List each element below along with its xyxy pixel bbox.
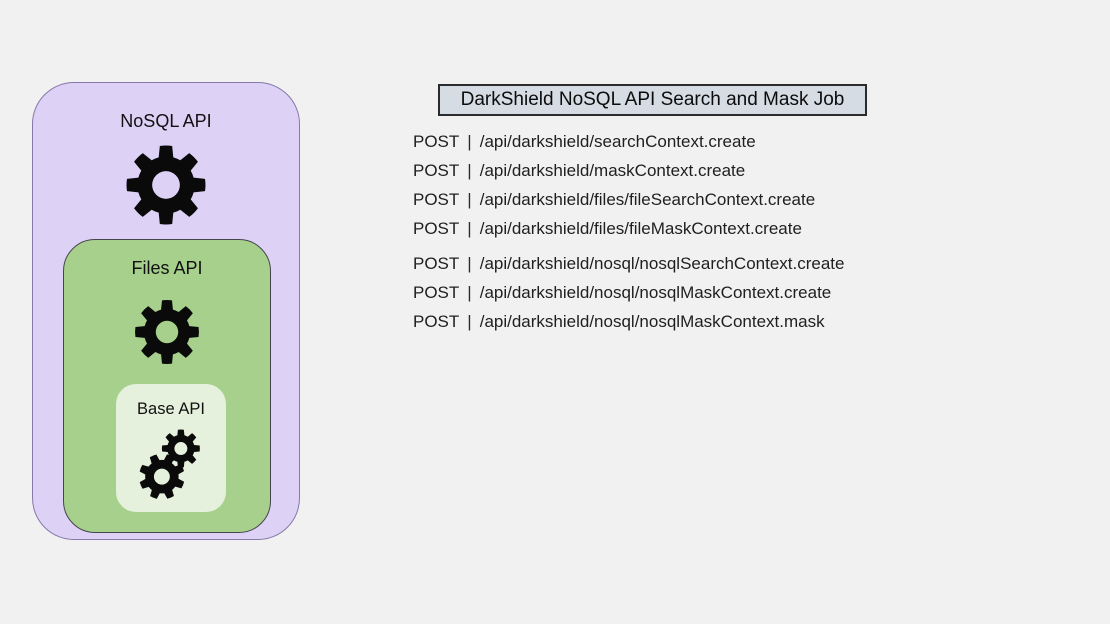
endpoint-method: POST	[413, 189, 460, 209]
endpoint-path: /api/darkshield/nosql/nosqlMaskContext.c…	[479, 282, 832, 302]
endpoint-separator: |	[467, 282, 472, 302]
endpoint-row: POST | /api/darkshield/nosql/nosqlMaskCo…	[413, 278, 845, 307]
endpoint-row: POST | /api/darkshield/nosql/nosqlSearch…	[413, 249, 845, 278]
nosql-api-label: NoSQL API	[120, 111, 212, 131]
base-api-label: Base API	[137, 400, 205, 418]
double-gear-icon	[133, 428, 209, 504]
diagram-title-text: DarkShield NoSQL API Search and Mask Job	[460, 89, 845, 110]
endpoint-row: POST | /api/darkshield/searchContext.cre…	[413, 127, 845, 156]
endpoint-path: /api/darkshield/nosql/nosqlSearchContext…	[479, 253, 845, 273]
endpoint-method: POST	[413, 282, 460, 302]
endpoint-method: POST	[413, 218, 460, 238]
files-api-label: Files API	[131, 258, 203, 278]
endpoint-row: POST | /api/darkshield/nosql/nosqlMaskCo…	[413, 307, 845, 336]
endpoint-group-nosql: POST | /api/darkshield/nosql/nosqlSearch…	[413, 249, 845, 336]
endpoint-method: POST	[413, 253, 460, 273]
endpoint-separator: |	[467, 311, 472, 331]
endpoint-path: /api/darkshield/files/fileMaskContext.cr…	[479, 218, 802, 238]
endpoint-path: /api/darkshield/nosql/nosqlMaskContext.m…	[479, 311, 825, 331]
base-api-container: Base API	[116, 384, 226, 512]
diagram-title: DarkShield NoSQL API Search and Mask Job	[438, 84, 867, 116]
endpoint-separator: |	[467, 160, 472, 180]
endpoint-row: POST | /api/darkshield/files/fileMaskCon…	[413, 214, 845, 243]
endpoint-method: POST	[413, 311, 460, 331]
endpoint-separator: |	[467, 189, 472, 209]
endpoint-row: POST | /api/darkshield/maskContext.creat…	[413, 156, 845, 185]
endpoint-method: POST	[413, 131, 460, 151]
endpoint-path: /api/darkshield/maskContext.create	[479, 160, 746, 180]
gear-icon	[124, 143, 208, 227]
endpoint-separator: |	[467, 253, 472, 273]
endpoint-group-files: POST | /api/darkshield/searchContext.cre…	[413, 127, 845, 243]
gear-icon	[133, 298, 201, 366]
endpoint-path: /api/darkshield/files/fileSearchContext.…	[479, 189, 816, 209]
endpoint-list: POST | /api/darkshield/searchContext.cre…	[413, 127, 845, 336]
endpoint-separator: |	[467, 131, 472, 151]
endpoint-method: POST	[413, 160, 460, 180]
files-api-container: Files API Base API	[63, 239, 271, 533]
endpoint-path: /api/darkshield/searchContext.create	[479, 131, 756, 151]
endpoint-row: POST | /api/darkshield/files/fileSearchC…	[413, 185, 845, 214]
nosql-api-container: NoSQL API Files API Base API	[32, 82, 300, 540]
endpoint-separator: |	[467, 218, 472, 238]
